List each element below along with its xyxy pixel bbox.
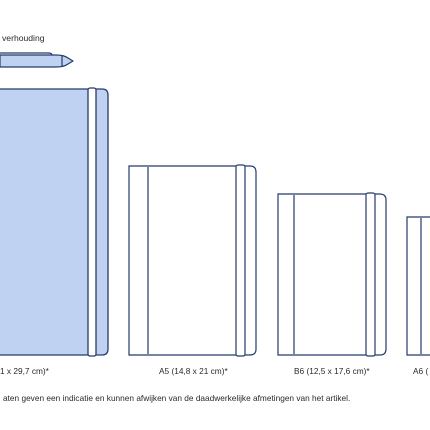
pen-icon: [0, 52, 74, 68]
label-a5: A5 (14,8 x 21 cm)*: [159, 366, 228, 376]
notebook-b6: [277, 192, 387, 357]
notebook-a5: [128, 164, 257, 357]
scale-caption: verhouding: [2, 33, 45, 43]
disclaimer-text: aten geven een indicatie en kunnen afwij…: [3, 393, 351, 403]
notebook-a4: [0, 87, 109, 357]
notebook-a6: [406, 216, 430, 356]
label-a4: 1 x 29,7 cm)*: [0, 366, 49, 376]
label-a6: A6 (: [413, 366, 429, 376]
label-b6: B6 (12,5 x 17,6 cm)*: [294, 366, 370, 376]
